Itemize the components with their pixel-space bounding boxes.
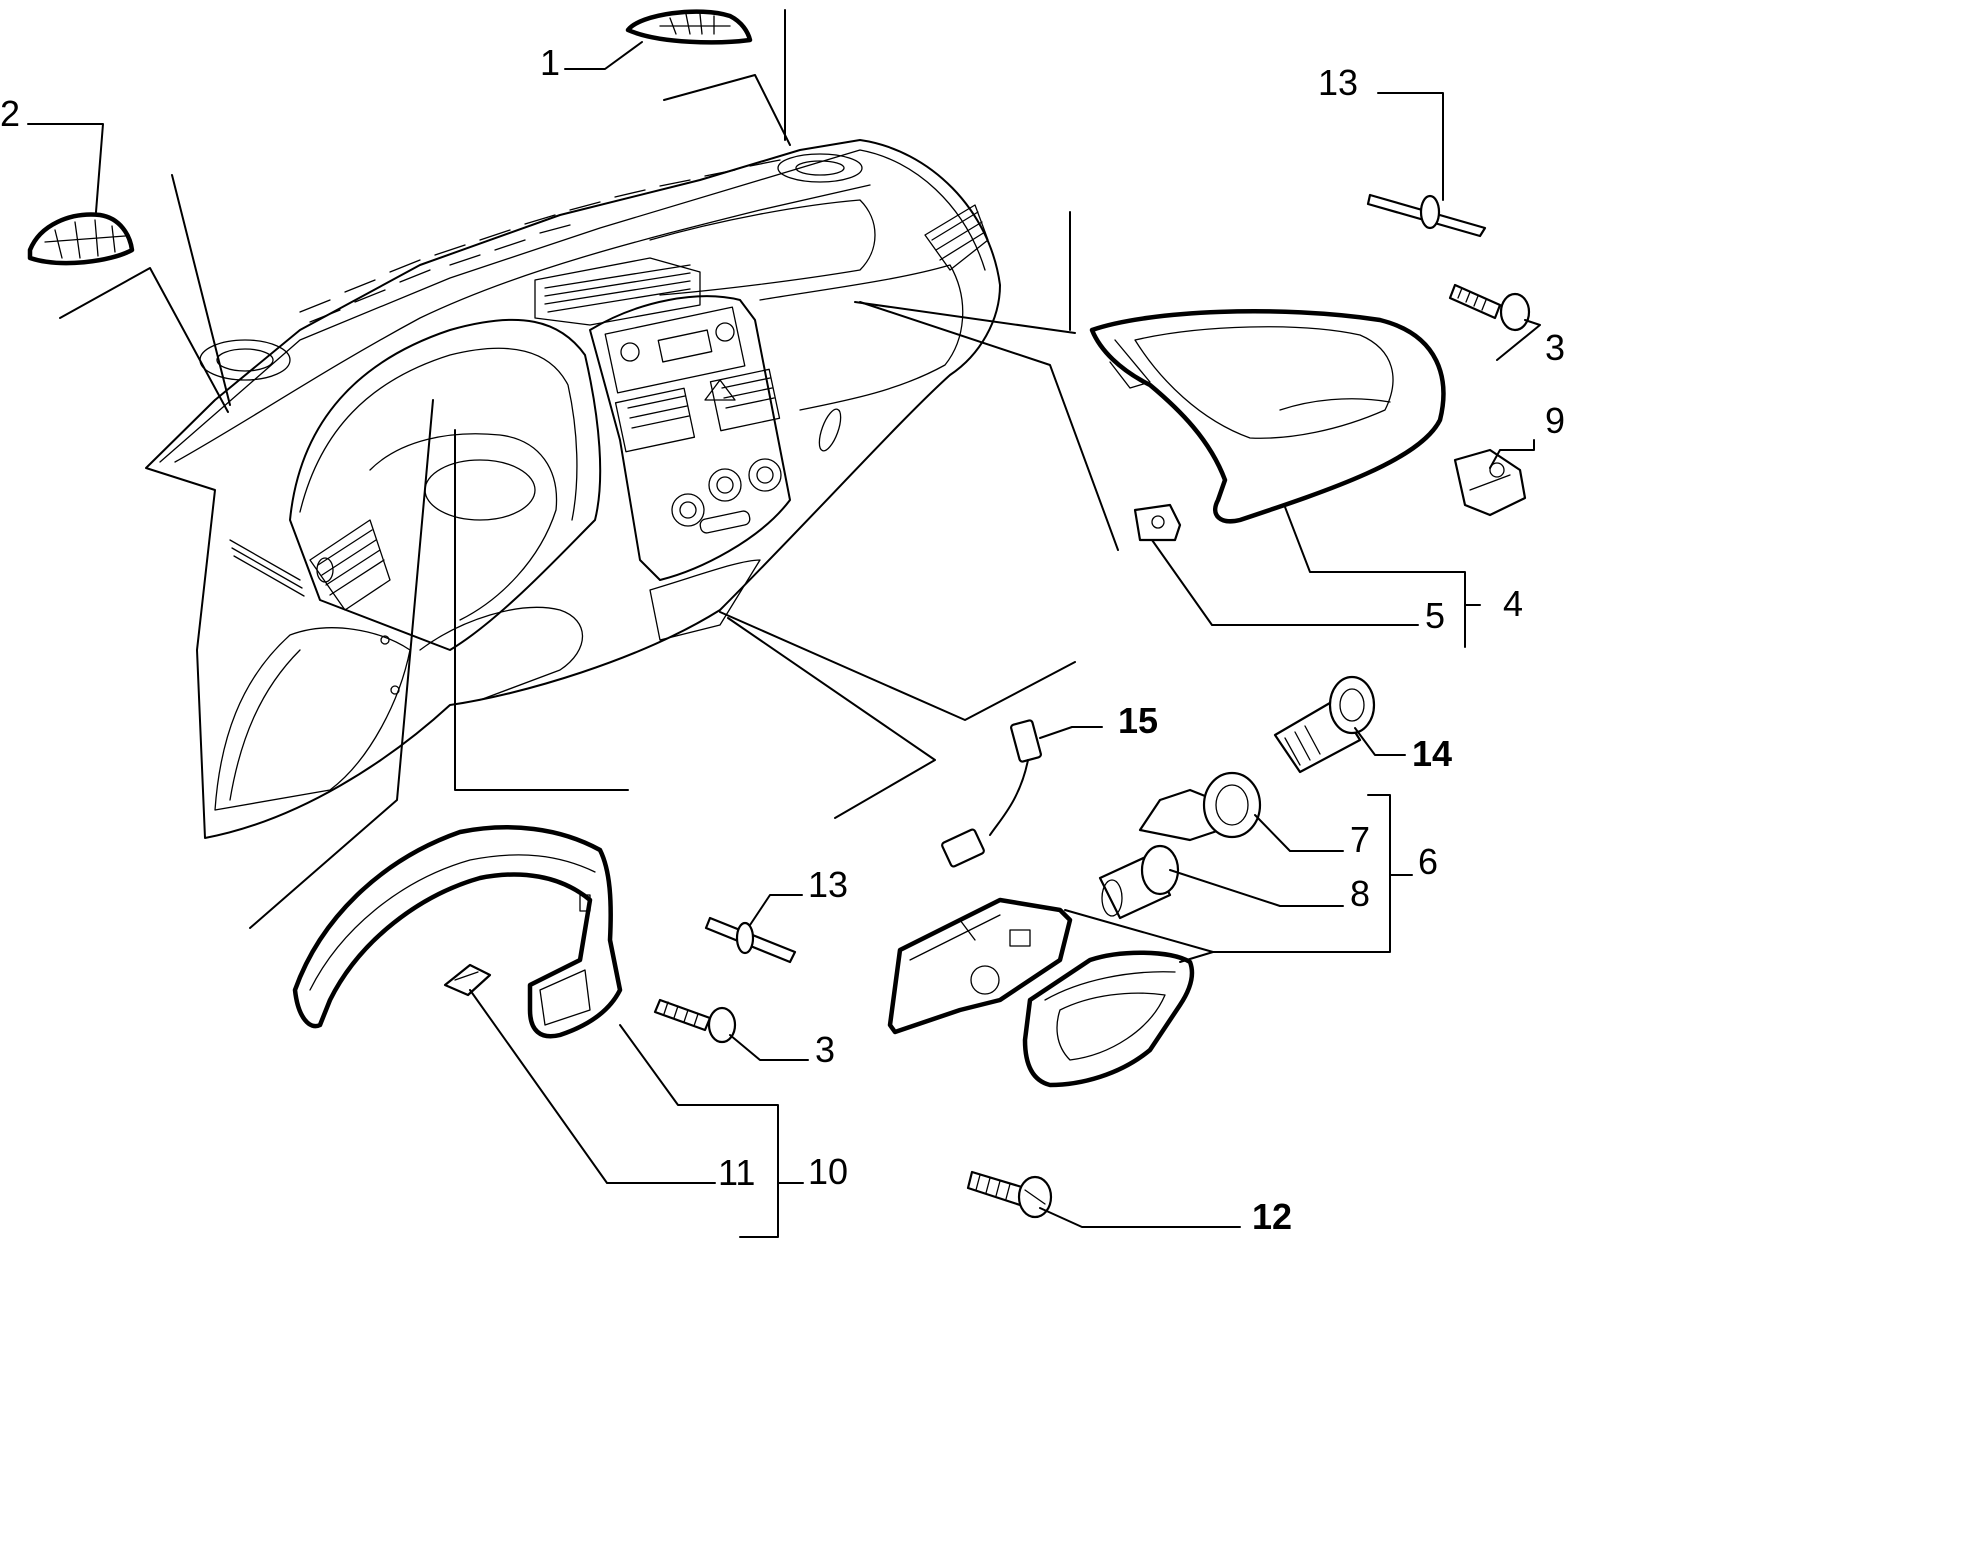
part-13-pin-top [1366, 193, 1487, 238]
leader-lines [27, 9, 1541, 1238]
part-5-clip [1133, 503, 1182, 542]
callout-15: 15 [1118, 700, 1158, 741]
part-8-insert [1098, 844, 1180, 920]
part-10-instrument-hood [292, 825, 623, 1039]
part-1-speaker-grille [625, 9, 753, 45]
callout-5: 5 [1425, 595, 1445, 636]
callout-3: 3 [815, 1029, 835, 1070]
callout-3: 3 [1545, 327, 1565, 368]
part-12-screw [966, 1170, 1053, 1219]
callout-6: 6 [1418, 841, 1438, 882]
callout-labels: 1 2 13 3 9 4 5 15 14 7 6 8 13 3 11 10 12 [0, 42, 1565, 1237]
callout-1: 1 [540, 42, 560, 83]
dashboard-parts-diagram: 1 2 13 3 9 4 5 15 14 7 6 8 13 3 11 10 12 [0, 9, 1565, 1238]
callout-4: 4 [1503, 583, 1523, 624]
callout-14: 14 [1412, 733, 1452, 774]
part-3-screw-bottom [653, 998, 737, 1044]
part-13-pin-bottom [704, 916, 797, 964]
part-7-socket [1138, 771, 1262, 842]
callout-10: 10 [808, 1151, 848, 1192]
callout-7: 7 [1350, 819, 1370, 860]
part-2-speaker-grille [27, 212, 135, 266]
callout-2: 2 [0, 93, 20, 134]
part-3-screw-top [1448, 283, 1531, 332]
part-6-console-tray [887, 897, 1195, 1088]
callout-11: 11 [718, 1152, 755, 1193]
part-14-lighter [1273, 675, 1376, 774]
callout-13: 13 [1318, 62, 1358, 103]
callout-12: 12 [1252, 1196, 1292, 1237]
part-9-clip [1453, 448, 1527, 517]
callout-9: 9 [1545, 400, 1565, 441]
part-11-clip [443, 963, 492, 997]
callout-13: 13 [808, 864, 848, 905]
callout-8: 8 [1350, 873, 1370, 914]
part-15-wiring-harness [941, 719, 1042, 868]
dashboard-assembly [145, 139, 1001, 839]
part-4-glovebox-cover [1089, 309, 1446, 524]
